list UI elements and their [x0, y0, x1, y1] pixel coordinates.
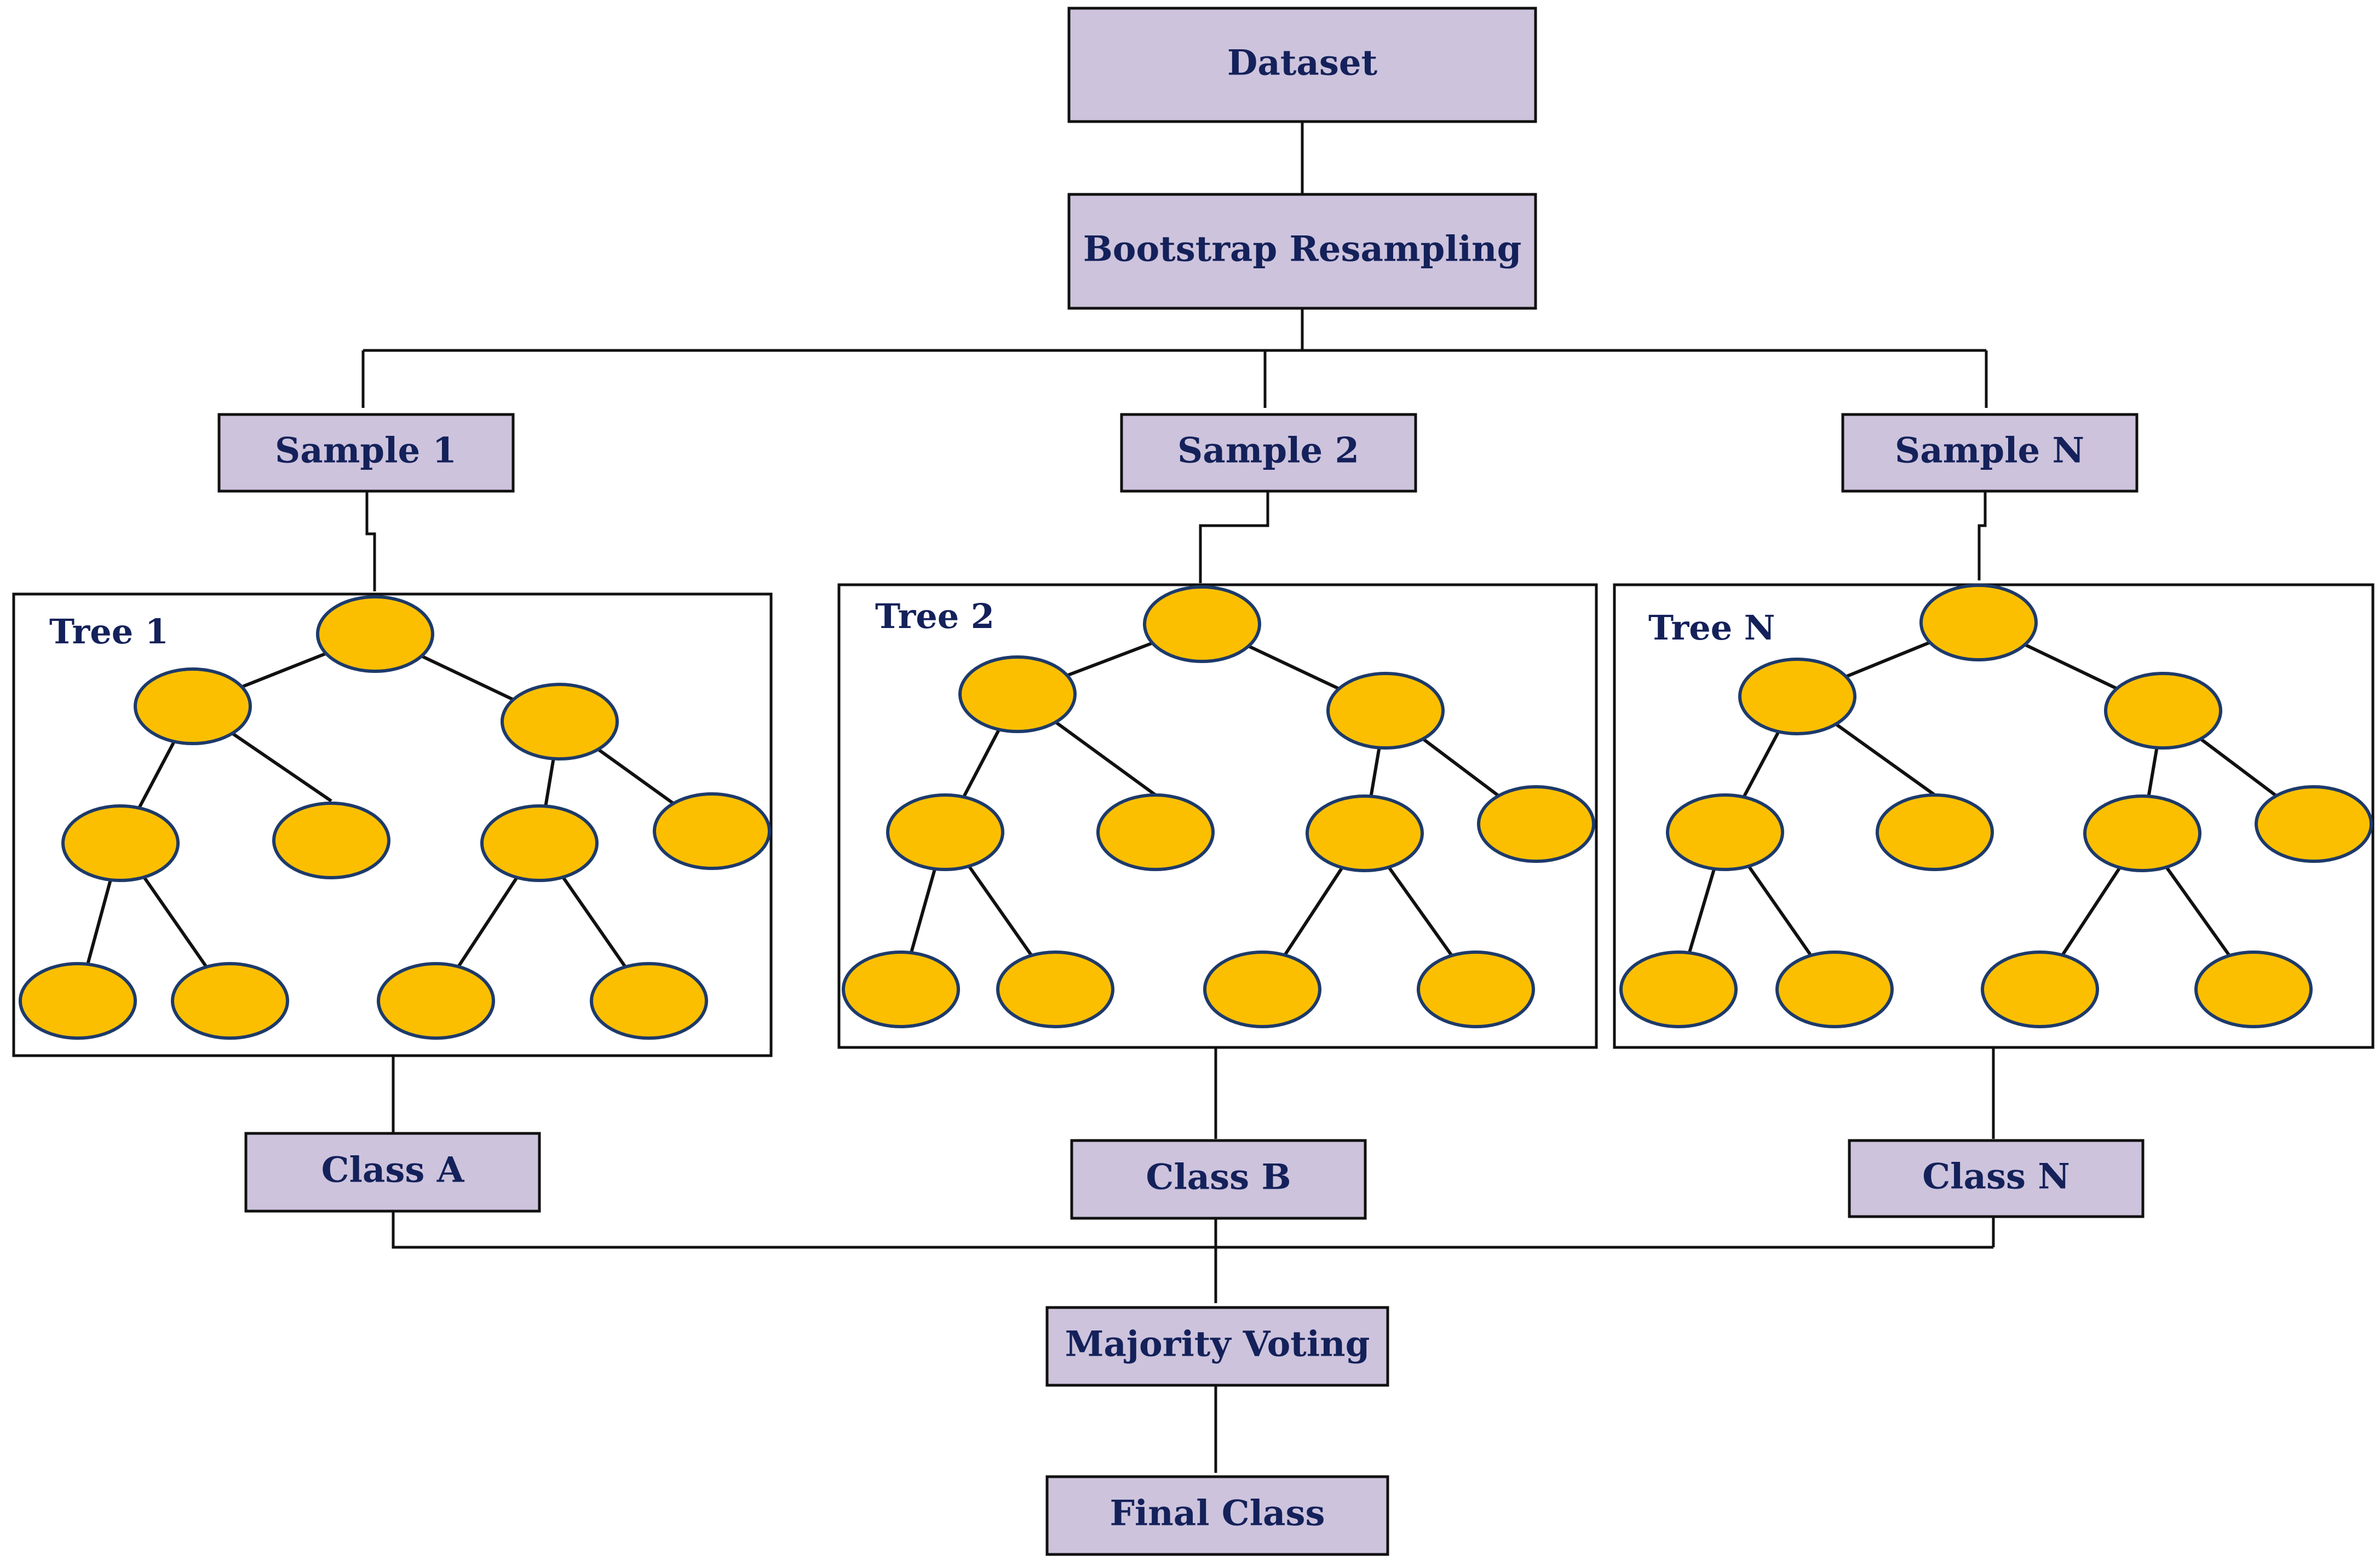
tree-2 — [842, 585, 1595, 1028]
tree-node — [1203, 951, 1321, 1028]
tree-node — [1619, 951, 1738, 1028]
sample-1-box: Sample 1 — [217, 413, 515, 493]
tree-node — [2083, 794, 2201, 872]
tree-2-label: Tree 2 — [875, 596, 994, 636]
class-b-label: Class B — [1146, 1157, 1291, 1198]
tree-node — [19, 962, 137, 1040]
tree-node — [1738, 658, 1856, 735]
tree-node — [1143, 585, 1261, 663]
arrow-sample-1-to-tree-1 — [365, 491, 376, 592]
tree-1-label: Tree 1 — [49, 612, 169, 652]
tree-node — [272, 802, 390, 879]
tree-node — [501, 683, 619, 761]
dataset-box: Dataset — [1067, 7, 1537, 123]
tree-node — [1876, 793, 1994, 871]
connector-bootstrap-split — [363, 308, 1986, 352]
sample-n-label: Sample N — [1895, 430, 2084, 471]
arrow-sample-2-to-tree-2 — [1199, 491, 1269, 584]
tree-node — [1477, 785, 1595, 863]
tree-n-label: Tree N — [1648, 608, 1775, 648]
class-a-box: Class A — [244, 1132, 541, 1213]
tree-node — [842, 951, 960, 1028]
final-class-box: Final Class — [1045, 1475, 1389, 1556]
tree-n — [1619, 584, 2373, 1028]
tree-node — [1981, 951, 2099, 1028]
arrow-sample-n-to-tree-n — [1977, 491, 1987, 581]
tree-node — [2194, 951, 2313, 1028]
tree-node — [1326, 672, 1445, 750]
tree-node — [653, 792, 771, 870]
bootstrap-label: Bootstrap Resampling — [1083, 229, 1522, 270]
tree-1-frame — [12, 592, 773, 1057]
tree-node — [171, 962, 289, 1040]
connectors — [361, 122, 1995, 1473]
tree-node — [886, 793, 1004, 871]
tree-node — [2104, 672, 2222, 750]
tree-n-frame — [1613, 583, 2375, 1049]
tree-node — [377, 962, 495, 1040]
class-b-box: Class B — [1070, 1139, 1367, 1220]
tree-node — [1096, 793, 1215, 871]
tree-node — [1306, 794, 1424, 872]
tree-node — [134, 667, 252, 745]
tree-2-frame — [837, 583, 1598, 1049]
connector-classes-merge — [392, 1211, 1995, 1249]
bootstrap-box: Bootstrap Resampling — [1067, 193, 1537, 310]
tree-node — [590, 962, 708, 1040]
class-n-label: Class N — [1922, 1156, 2070, 1197]
sample-n-box: Sample N — [1841, 413, 2138, 493]
tree-1 — [19, 595, 771, 1040]
dataset-label: Dataset — [1227, 43, 1378, 84]
tree-node — [1417, 951, 1535, 1028]
majority-voting-box: Majority Voting — [1045, 1306, 1389, 1387]
tree-node — [1666, 793, 1784, 871]
sample-2-box: Sample 2 — [1120, 413, 1417, 493]
sample-2-label: Sample 2 — [1177, 430, 1359, 471]
sample-1-label: Sample 1 — [275, 430, 457, 471]
tree-node — [996, 951, 1114, 1028]
class-a-label: Class A — [321, 1150, 465, 1191]
tree-node — [480, 804, 599, 882]
tree-node — [2255, 785, 2373, 863]
tree-node — [958, 655, 1077, 733]
tree-node — [1919, 584, 2038, 661]
tree-node — [316, 595, 434, 673]
tree-node — [61, 804, 180, 882]
final-class-label: Final Class — [1109, 1493, 1325, 1534]
tree-node — [1775, 951, 1894, 1028]
class-n-box: Class N — [1848, 1139, 2145, 1218]
majority-voting-label: Majority Voting — [1065, 1324, 1370, 1365]
